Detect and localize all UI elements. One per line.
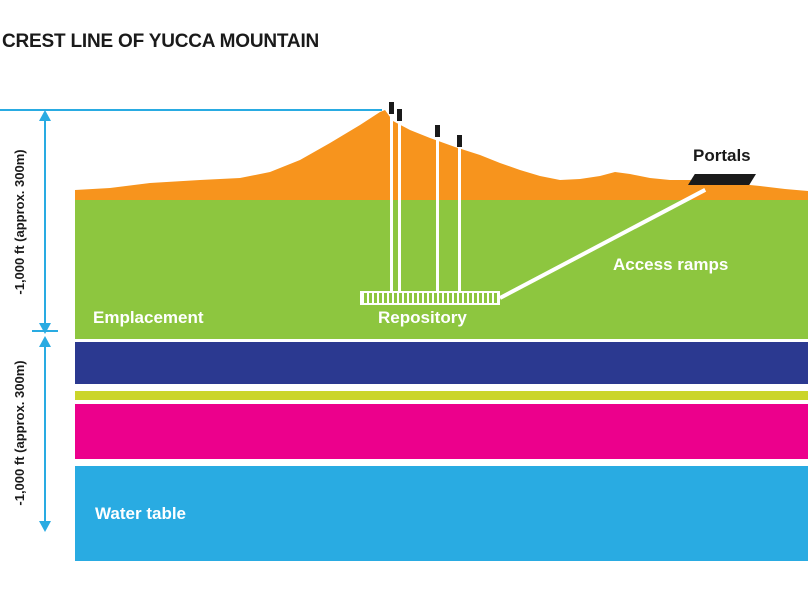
- portals-structure: [688, 174, 756, 185]
- portals-label: Portals: [693, 146, 751, 165]
- water-table-layer: [75, 466, 808, 561]
- depth-tick-line: [32, 330, 58, 332]
- ventilation-shaft: [390, 114, 393, 293]
- page-title: CREST LINE OF YUCCA MOUNTAIN: [2, 31, 320, 52]
- depth-label-lower: -1,000 ft (approx. 300m): [12, 360, 27, 506]
- shaft-cap: [457, 135, 462, 147]
- depth-arrow-upper: [39, 110, 51, 334]
- shaft-cap: [389, 102, 394, 114]
- arrowhead-up-icon: [39, 336, 51, 347]
- mountain-profile: [75, 110, 808, 200]
- shaft-cap: [397, 109, 402, 121]
- emplacement-layer: [75, 199, 808, 339]
- lower-rock-layer: [75, 404, 808, 459]
- emplacement-label: Emplacement: [93, 308, 204, 327]
- deep-rock-layer: [75, 342, 808, 384]
- repository-label: Repository: [378, 308, 467, 327]
- ventilation-shaft: [458, 147, 461, 293]
- ventilation-shaft: [398, 121, 401, 293]
- arrowhead-down-icon: [39, 521, 51, 532]
- shaft-cap: [435, 125, 440, 137]
- mountain-shape: [75, 110, 808, 200]
- arrowhead-down-icon: [39, 323, 51, 334]
- tuff-stripe-layer: [75, 391, 808, 400]
- ventilation-shaft: [436, 137, 439, 293]
- access-ramps-label: Access ramps: [613, 255, 729, 274]
- depth-arrow-lower: [39, 336, 51, 532]
- arrowhead-up-icon: [39, 110, 51, 121]
- repository-outline: [360, 291, 500, 305]
- crest-reference-line: [0, 109, 382, 111]
- water-table-label: Water table: [95, 504, 187, 523]
- depth-label-upper: -1,000 ft (approx. 300m): [12, 149, 27, 295]
